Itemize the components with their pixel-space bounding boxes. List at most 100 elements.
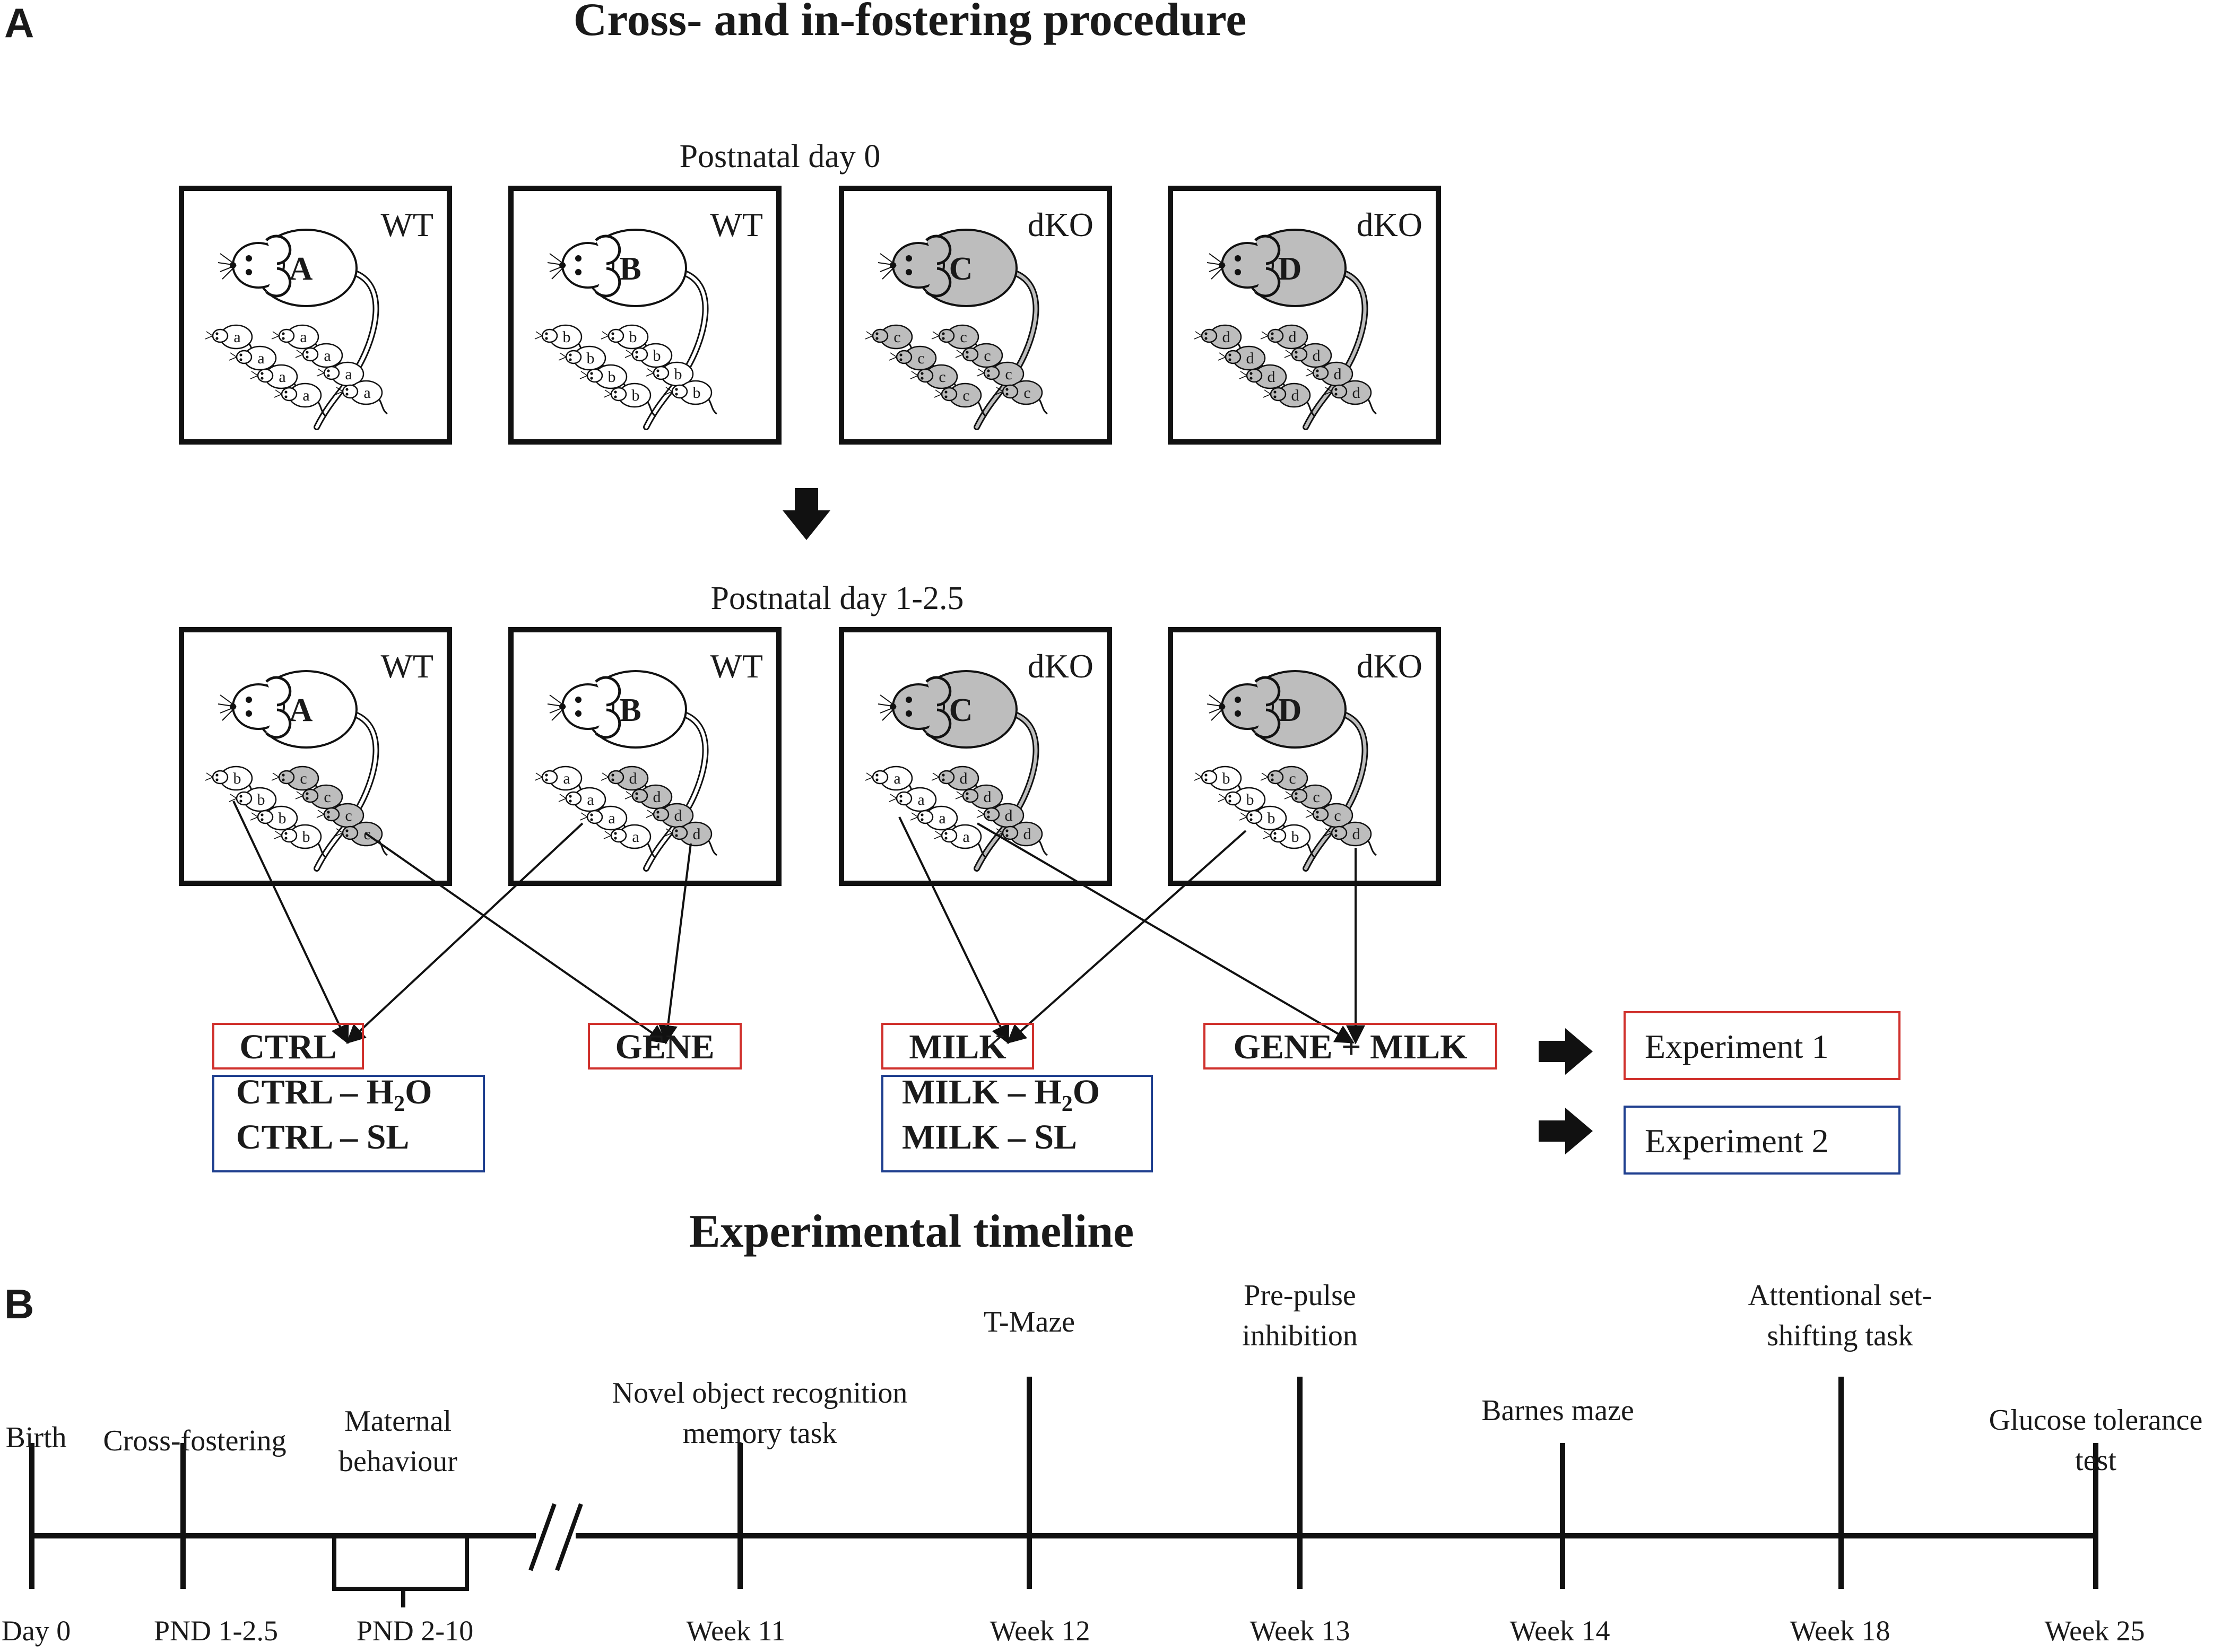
pup-letter: c xyxy=(1313,788,1320,806)
genotype-label: dKO xyxy=(1028,206,1094,244)
mother-letter: D xyxy=(1278,251,1302,287)
pup-letter: b xyxy=(233,770,241,787)
milk-h2o-label: MILK – H2O xyxy=(902,1073,1100,1116)
event-label: behaviour xyxy=(339,1445,457,1478)
gene-box xyxy=(588,1023,742,1070)
pup-mouse: d xyxy=(1260,324,1313,359)
pup-mouse: d xyxy=(995,821,1048,856)
pup-letter: c xyxy=(1023,384,1030,402)
ctrl-h2o-label: CTRL – H2O xyxy=(236,1073,432,1116)
pup-letter: d xyxy=(1005,807,1013,824)
pup-mouse: d xyxy=(1324,821,1377,856)
genotype-label: dKO xyxy=(1357,206,1422,244)
experiment-2-label: Experiment 2 xyxy=(1645,1122,1829,1160)
experiment-1-label: Experiment 1 xyxy=(1645,1028,1829,1065)
mother-mouse: B xyxy=(547,229,709,430)
pup-letter: d xyxy=(1334,366,1342,383)
panel-b-letter: B xyxy=(4,1281,34,1327)
pup-letter: a xyxy=(233,328,240,346)
pup-letter: d xyxy=(674,807,682,824)
panel-a-letter: A xyxy=(4,0,34,46)
pup-letter: d xyxy=(1352,825,1360,843)
arrow-b-to-gene xyxy=(658,843,692,1045)
pup-letter: d xyxy=(629,770,637,787)
event-time-label: PND 1-2.5 xyxy=(154,1615,278,1647)
pup-letter: b xyxy=(302,828,310,846)
down-arrow-icon xyxy=(783,488,830,540)
pup-mouse: c xyxy=(1305,803,1358,838)
pup-letter: a xyxy=(893,770,900,787)
arrow-c-to-milk xyxy=(898,816,1010,1045)
pup-mouse: b xyxy=(664,380,717,415)
event-time-label: Week 11 xyxy=(686,1615,785,1647)
pup-letter: b xyxy=(587,350,595,367)
event-label: Barnes maze xyxy=(1481,1394,1634,1427)
mother-mouse: C xyxy=(878,229,1039,430)
genotype-label: WT xyxy=(381,206,434,244)
mother-mouse: B xyxy=(547,670,709,872)
mother-letter: B xyxy=(619,692,641,728)
event-label: Glucose tolerance xyxy=(1989,1404,2203,1437)
pup-mouse: c xyxy=(271,766,324,801)
pup-letter: a xyxy=(632,828,639,846)
experiment-1-box xyxy=(1624,1011,1900,1080)
pup-letter: a xyxy=(363,384,370,402)
event-label: Novel object recognition xyxy=(612,1377,908,1410)
mother-mouse: A xyxy=(218,229,379,430)
pup-letter: b xyxy=(1268,810,1275,827)
event-time-label: Week 12 xyxy=(990,1615,1090,1647)
pup-letter: b xyxy=(1291,828,1299,846)
arrow-d-to-milk xyxy=(1006,830,1247,1044)
panel-a-title: Cross- and in-fostering procedure xyxy=(574,0,1247,46)
pup-letter: c xyxy=(893,328,900,346)
pup-letter: c xyxy=(1289,770,1296,787)
pup-letter: d xyxy=(1222,328,1230,346)
pup-mouse: a xyxy=(934,824,987,859)
pup-mouse: a xyxy=(295,343,348,378)
pup-mouse: a xyxy=(274,382,327,418)
panel-b-title: Experimental timeline xyxy=(689,1206,1134,1257)
pup-letter: d xyxy=(1246,350,1254,367)
pup-letter: b xyxy=(632,387,640,404)
mother-letter: D xyxy=(1278,692,1302,728)
pup-letter: a xyxy=(563,770,570,787)
event-time-label: Week 14 xyxy=(1509,1615,1610,1647)
experiment-2-box xyxy=(1624,1106,1900,1175)
pup-letter: c xyxy=(962,387,969,404)
day0-label: Postnatal day 0 xyxy=(680,138,881,175)
event-label: test xyxy=(2075,1444,2116,1477)
day1-label: Postnatal day 1-2.5 xyxy=(711,580,964,616)
pup-letter: a xyxy=(608,810,615,827)
pup-mouse: c xyxy=(316,803,369,838)
event-label: Cross-fostering xyxy=(103,1424,286,1457)
ctrl-box xyxy=(212,1023,364,1070)
milk-box xyxy=(881,1023,1034,1070)
arrow-a-to-gene xyxy=(364,832,667,1044)
arrow-a-to-ctrl xyxy=(232,801,349,1045)
gene-label: GENE xyxy=(615,1028,714,1066)
ctrl-label: CTRL xyxy=(239,1028,336,1066)
event-label: Attentional set- xyxy=(1748,1279,1932,1312)
pup-mouse: b xyxy=(274,824,327,859)
pup-letter: d xyxy=(653,788,661,806)
pup-mouse: d xyxy=(1194,324,1247,359)
pup-mouse: a xyxy=(558,787,611,822)
pup-mouse: b xyxy=(646,361,699,396)
pup-mouse: a xyxy=(579,805,632,840)
pup-letter: b xyxy=(629,328,637,346)
pup-letter: c xyxy=(917,350,924,367)
pup-mouse: a xyxy=(316,361,369,396)
gene-milk-box xyxy=(1203,1023,1497,1070)
axis-break-mark xyxy=(555,1503,583,1571)
